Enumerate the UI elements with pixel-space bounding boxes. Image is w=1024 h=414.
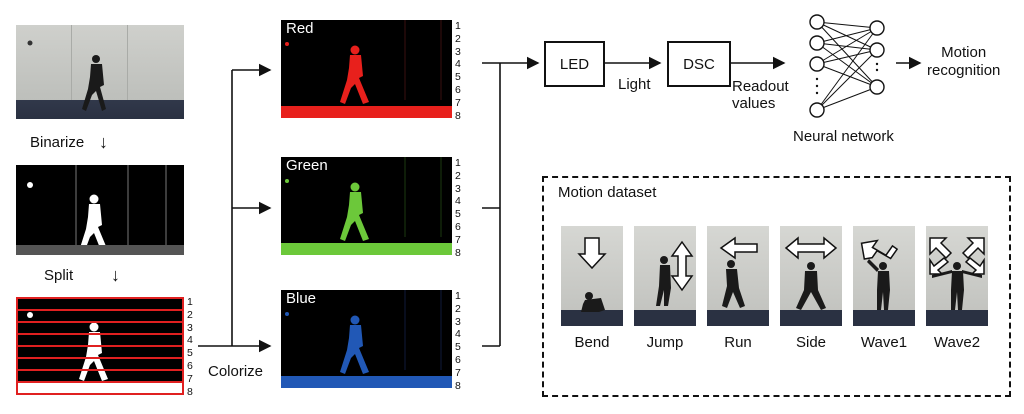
led-label: LED bbox=[559, 55, 590, 73]
dsc-label: DSC bbox=[683, 55, 715, 73]
split-image bbox=[16, 297, 184, 395]
green-silhouette bbox=[281, 157, 452, 255]
dsc-box: DSC bbox=[667, 41, 731, 87]
motion-label-run: Run bbox=[724, 334, 752, 351]
down-arrow-icon: ↓ bbox=[99, 132, 108, 152]
split-silhouette bbox=[16, 297, 184, 395]
left-right-arrow-icon bbox=[784, 236, 838, 260]
binary-silhouette bbox=[16, 165, 184, 255]
motion-label-wave1: Wave1 bbox=[860, 334, 908, 351]
down-arrow-icon: ↓ bbox=[111, 265, 120, 285]
red-silhouette bbox=[281, 20, 452, 118]
light-label: Light bbox=[618, 76, 651, 93]
up-down-arrow-icon bbox=[670, 240, 694, 292]
motion-frame-wave2 bbox=[926, 226, 988, 326]
motion-label-side: Side bbox=[795, 334, 827, 351]
binarized-image bbox=[16, 165, 184, 255]
motion-dataset-title: Motion dataset bbox=[558, 184, 657, 201]
blue-silhouette bbox=[281, 290, 452, 388]
left-arrow-icon bbox=[719, 236, 758, 260]
red-channel-image: Red bbox=[281, 20, 452, 118]
motion-label-jump: Jump bbox=[646, 334, 684, 351]
motion-frame-jump bbox=[634, 226, 696, 326]
motion-label-wave2: Wave2 bbox=[933, 334, 981, 351]
colorize-label: Colorize bbox=[208, 363, 264, 380]
motion-frame-wave1 bbox=[853, 226, 915, 326]
motion-frame-bend bbox=[561, 226, 623, 326]
down-arrow-icon bbox=[577, 237, 607, 270]
double-diagonal-arrow-icon bbox=[929, 237, 985, 275]
blue-channel-image: Blue bbox=[281, 290, 452, 388]
motion-dataset-panel: Motion dataset bbox=[542, 176, 1011, 397]
green-channel-image: Green bbox=[281, 157, 452, 255]
motion-label-bend: Bend bbox=[574, 334, 610, 351]
motion-frame-run bbox=[707, 226, 769, 326]
person-silhouette-photo bbox=[27, 40, 106, 111]
neural-network-label: Neural network bbox=[793, 128, 894, 145]
motion-frame-side bbox=[780, 226, 842, 326]
original-photo bbox=[16, 25, 184, 119]
split-label: Split bbox=[44, 267, 74, 284]
diagonal-arrow-icon bbox=[860, 239, 899, 260]
led-box: LED bbox=[544, 41, 605, 87]
binarize-label: Binarize bbox=[30, 134, 85, 151]
